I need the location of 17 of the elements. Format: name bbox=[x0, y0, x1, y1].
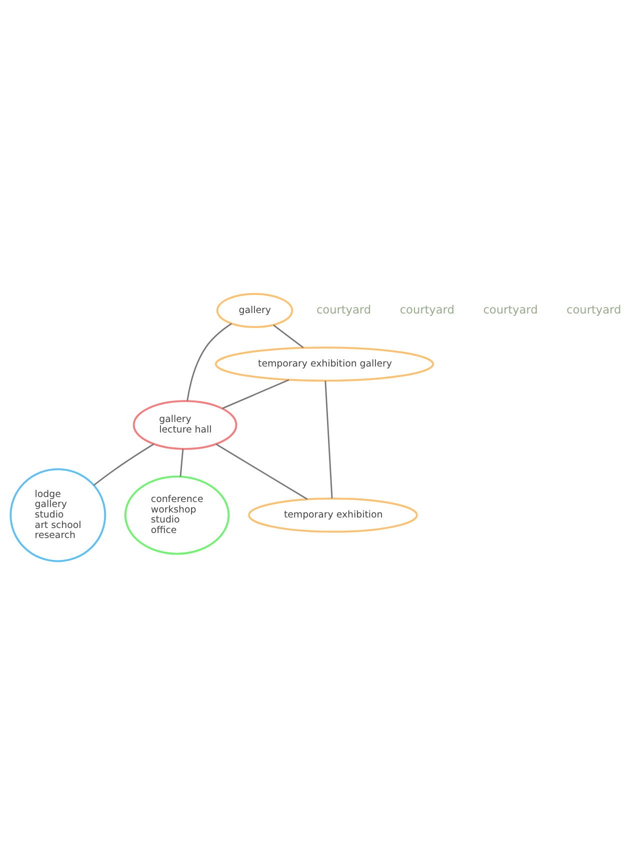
node-ellipse: gallery lecture hall bbox=[132, 400, 238, 450]
label: courtyard bbox=[483, 303, 538, 316]
node-ellipse: temporary exhibition bbox=[248, 498, 418, 533]
node-circle: lodge gallery studio art school research bbox=[10, 468, 106, 562]
connector bbox=[273, 324, 304, 348]
label: courtyard bbox=[566, 303, 622, 316]
node-ellipse: temporary exhibition gallery bbox=[214, 346, 434, 382]
connector bbox=[216, 444, 308, 500]
connector bbox=[222, 379, 290, 410]
connector bbox=[180, 449, 184, 477]
node-ellipse: conference workshop studio office bbox=[124, 476, 230, 555]
connector bbox=[186, 323, 232, 402]
connector bbox=[324, 380, 333, 498]
node-ellipse: gallery bbox=[216, 293, 294, 328]
label: courtyard bbox=[316, 303, 372, 316]
connector bbox=[93, 443, 154, 486]
label: courtyard bbox=[400, 303, 454, 316]
